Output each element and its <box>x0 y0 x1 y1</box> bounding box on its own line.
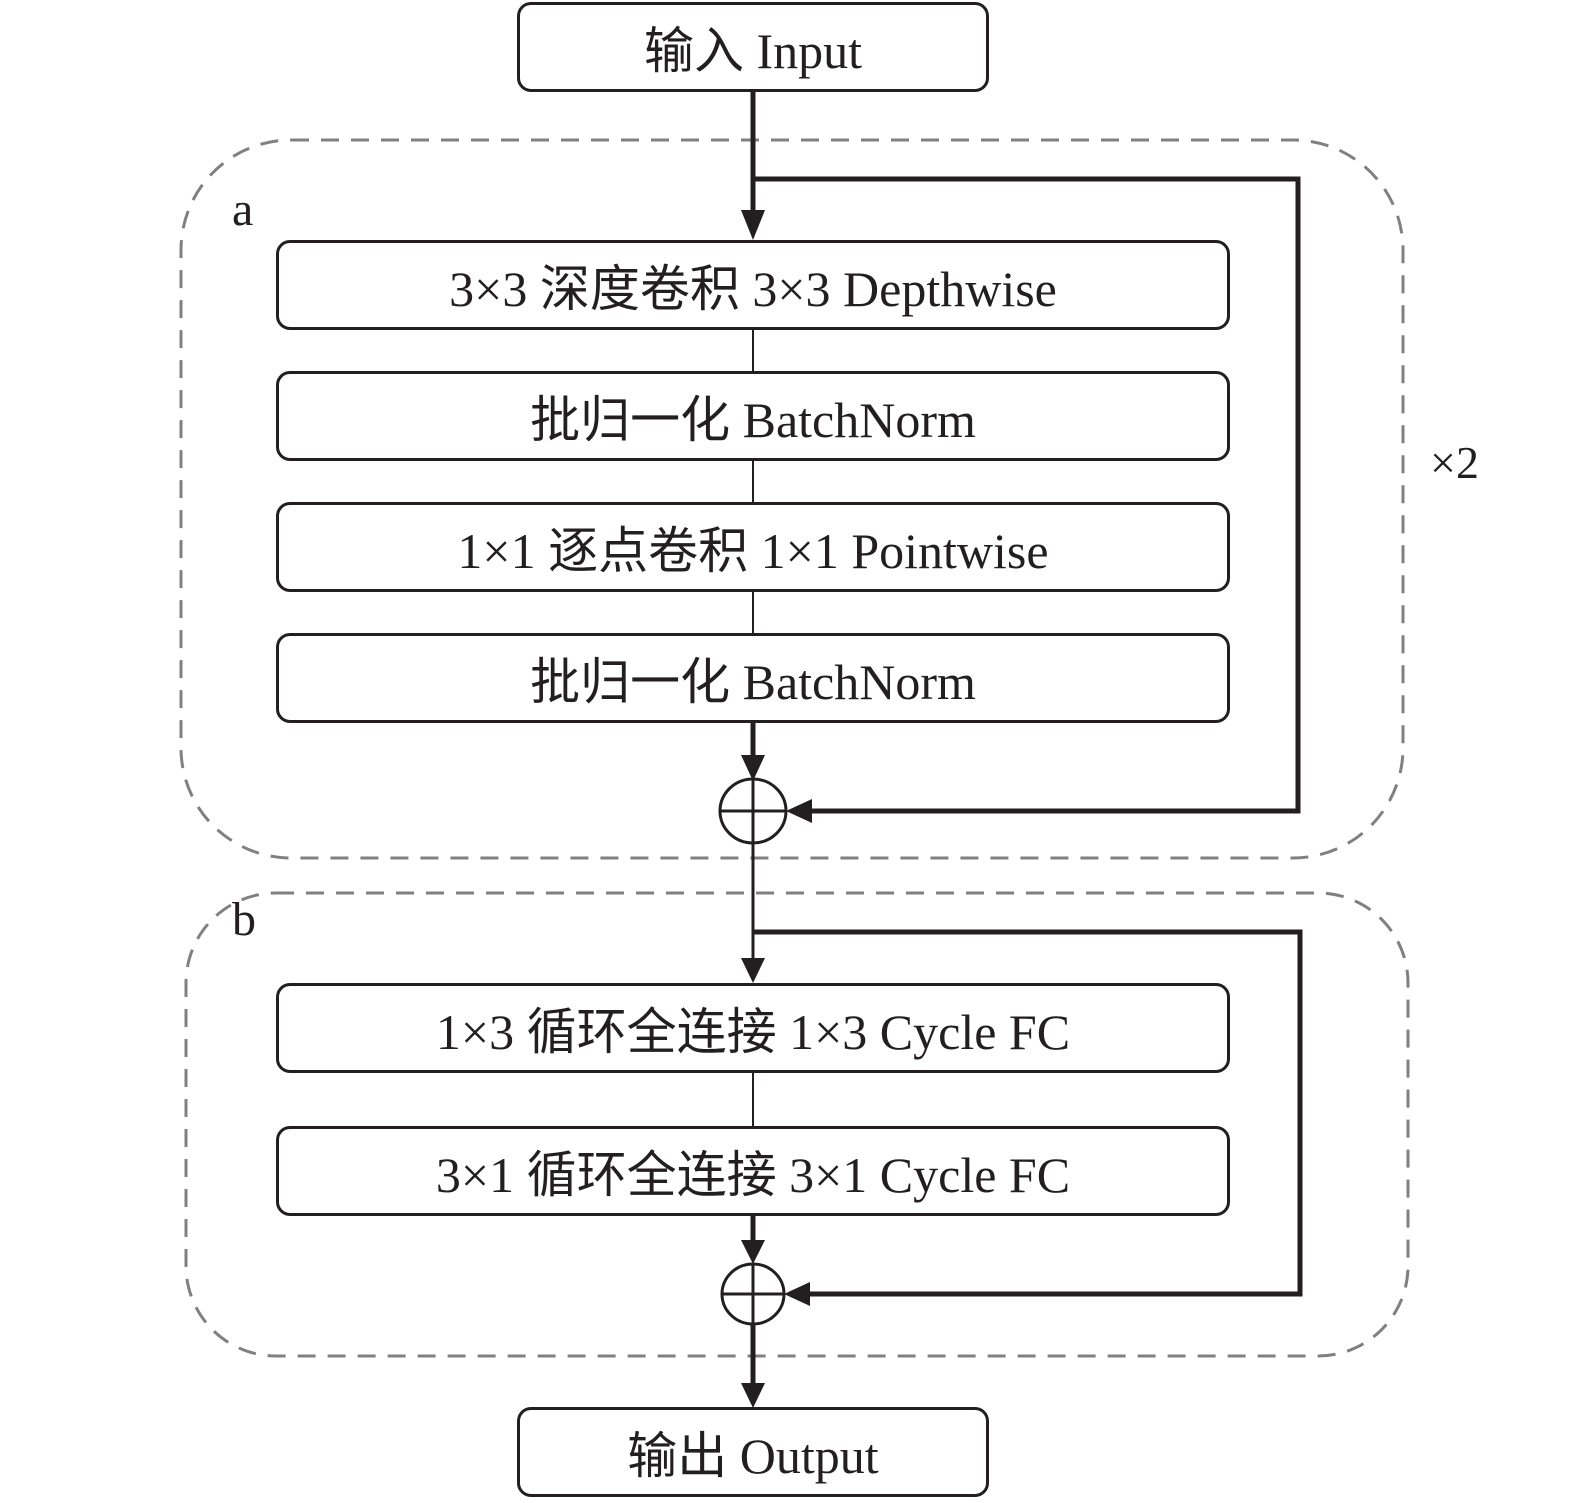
layer-depthwise-conv: 3×3 深度卷积 3×3 Depthwise <box>276 240 1230 330</box>
arrowhead-icon <box>741 958 765 983</box>
layer-batchnorm-1: 批归一化 BatchNorm <box>276 371 1230 461</box>
arrowhead-icon <box>784 1282 810 1306</box>
arrowhead-icon <box>786 799 812 823</box>
input-node: 输入 Input <box>517 2 989 92</box>
group-a-label: a <box>232 183 254 236</box>
skip-connection-b <box>753 929 1303 1297</box>
output-node: 输出 Output <box>517 1407 989 1497</box>
repeat-count: ×2 <box>1430 437 1479 488</box>
arrowhead-icon <box>741 210 765 240</box>
group-a-container <box>179 138 1405 860</box>
arrowhead-icon <box>741 1240 765 1264</box>
layer-pointwise-conv: 1×1 逐点卷积 1×1 Pointwise <box>276 502 1230 592</box>
group-b-container <box>184 891 1410 1358</box>
group-b-label: b <box>232 893 256 946</box>
arrowhead-icon <box>741 755 765 781</box>
arrowhead-icon <box>741 1383 765 1408</box>
layer-batchnorm-2: 批归一化 BatchNorm <box>276 633 1230 723</box>
skip-connection-a <box>753 176 1301 814</box>
layer-cycle-fc-1x3: 1×3 循环全连接 1×3 Cycle FC <box>276 983 1230 1073</box>
layer-cycle-fc-3x1: 3×1 循环全连接 3×1 Cycle FC <box>276 1126 1230 1216</box>
